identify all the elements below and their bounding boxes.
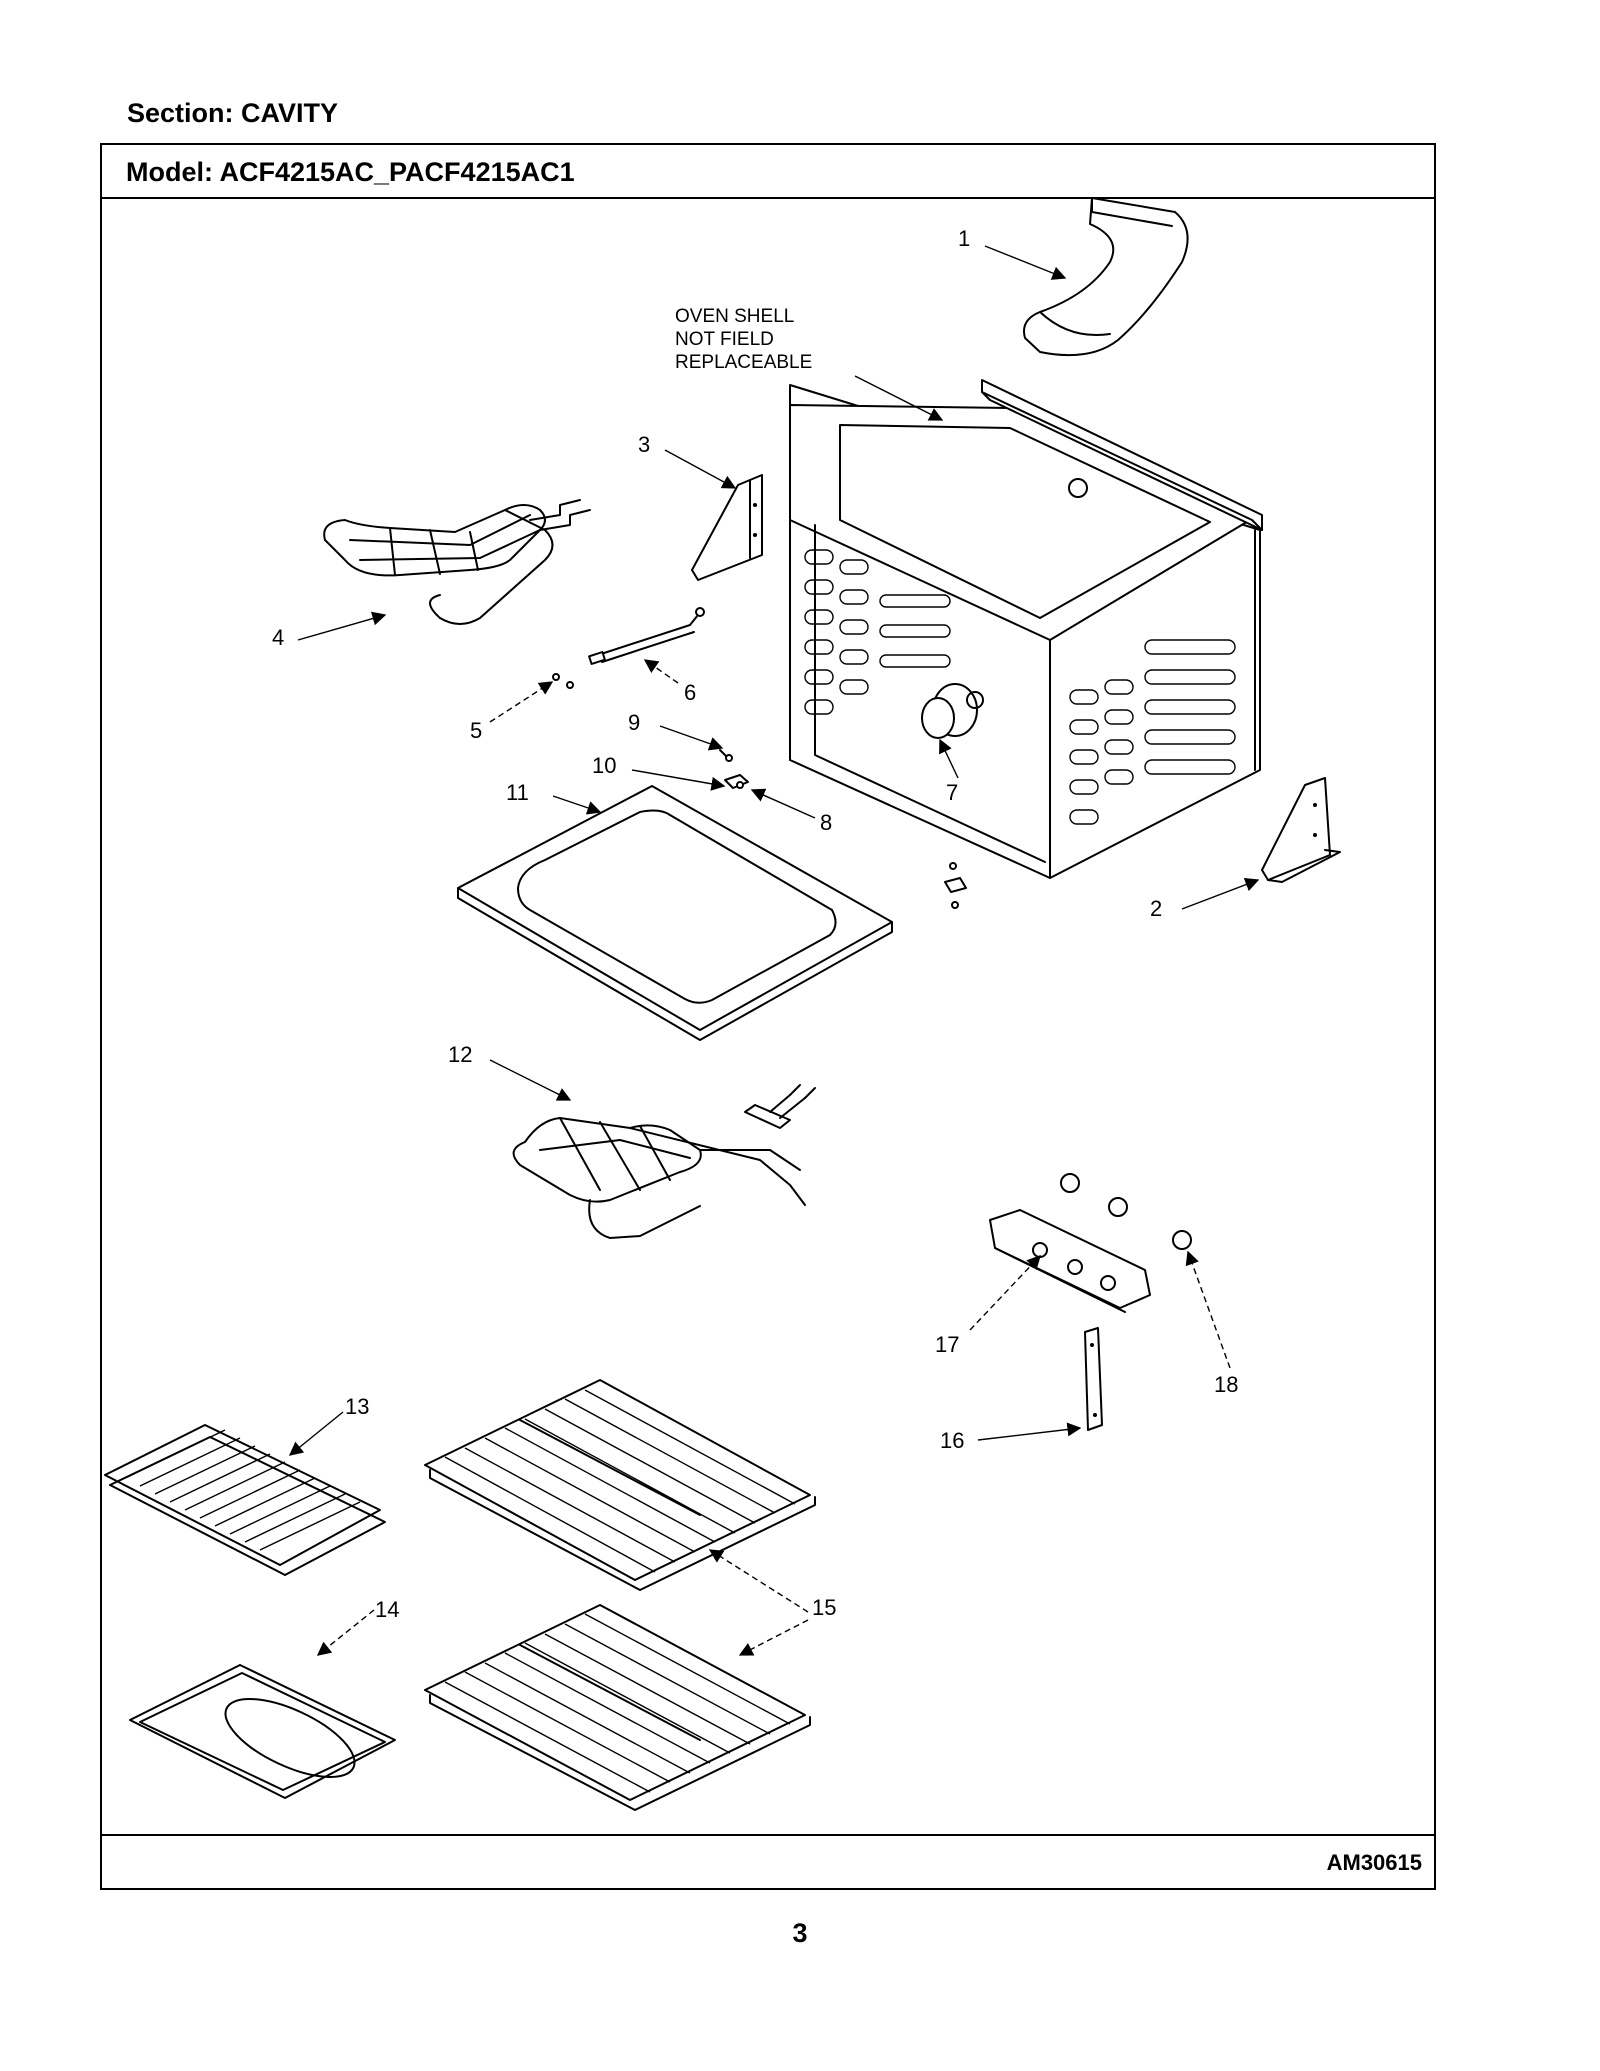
callout-9: 9: [628, 710, 640, 735]
oven-shell: [789, 379, 1263, 879]
part-6-sensor: [588, 607, 705, 665]
part-12-bake-element: [512, 1084, 816, 1239]
part-13-broil-grid: [104, 1424, 386, 1576]
part-15-upper-rack: [424, 1379, 816, 1591]
part-2-bracket: [1261, 777, 1341, 883]
part-11-oven-bottom: [457, 785, 893, 1041]
callout-10: 10: [592, 753, 616, 778]
callout-17: 17: [935, 1332, 959, 1357]
note-line-2: NOT FIELD: [675, 329, 774, 350]
part-1-vent-duct: [1023, 197, 1189, 357]
callout-12: 12: [448, 1042, 472, 1067]
part-15-lower-rack: [424, 1604, 811, 1811]
note-line-3: REPLACEABLE: [675, 352, 812, 373]
callout-13: 13: [345, 1394, 369, 1419]
part-7-motor: [921, 683, 984, 739]
callout-5: 5: [470, 718, 482, 743]
callout-15: 15: [812, 1595, 836, 1620]
callout-2: 2: [1150, 896, 1162, 921]
leader-lines: [288, 245, 1260, 1656]
callout-4: 4: [272, 625, 284, 650]
part-8-clip: [724, 774, 749, 789]
model-title: Model: ACF4215AC_PACF4215AC1: [126, 157, 575, 187]
part-18-nuts: [1060, 1173, 1192, 1250]
part-17-terminal-block: [989, 1209, 1151, 1313]
note-line-1: OVEN SHELL: [675, 306, 794, 327]
callout-11: 11: [506, 780, 529, 805]
page-number: 3: [792, 1918, 808, 1948]
section-title: Section: CAVITY: [127, 98, 339, 128]
part-5-screws: [552, 673, 574, 689]
diagram-frame: Model: ACF4215AC_PACF4215AC1 AM30615: [100, 143, 1436, 1890]
callout-8: 8: [820, 810, 832, 835]
callout-6: 6: [684, 680, 696, 705]
callout-16: 16: [940, 1428, 964, 1453]
part-14-broil-pan: [129, 1664, 396, 1799]
callout-1: 1: [958, 226, 970, 251]
model-header: Model: ACF4215AC_PACF4215AC1: [102, 145, 1434, 199]
part-9-screw: [719, 749, 733, 762]
part-hardware-lower: [944, 862, 967, 909]
document-code: AM30615: [1326, 1850, 1422, 1875]
part-16-bracket-strap: [1084, 1327, 1103, 1431]
frame-footer: AM30615: [102, 1834, 1434, 1888]
part-3-bracket: [691, 474, 763, 581]
callout-3: 3: [638, 432, 650, 457]
callout-7: 7: [946, 780, 958, 805]
callout-18: 18: [1214, 1372, 1238, 1397]
callout-14: 14: [375, 1597, 399, 1622]
part-4-broil-element: [323, 499, 591, 625]
